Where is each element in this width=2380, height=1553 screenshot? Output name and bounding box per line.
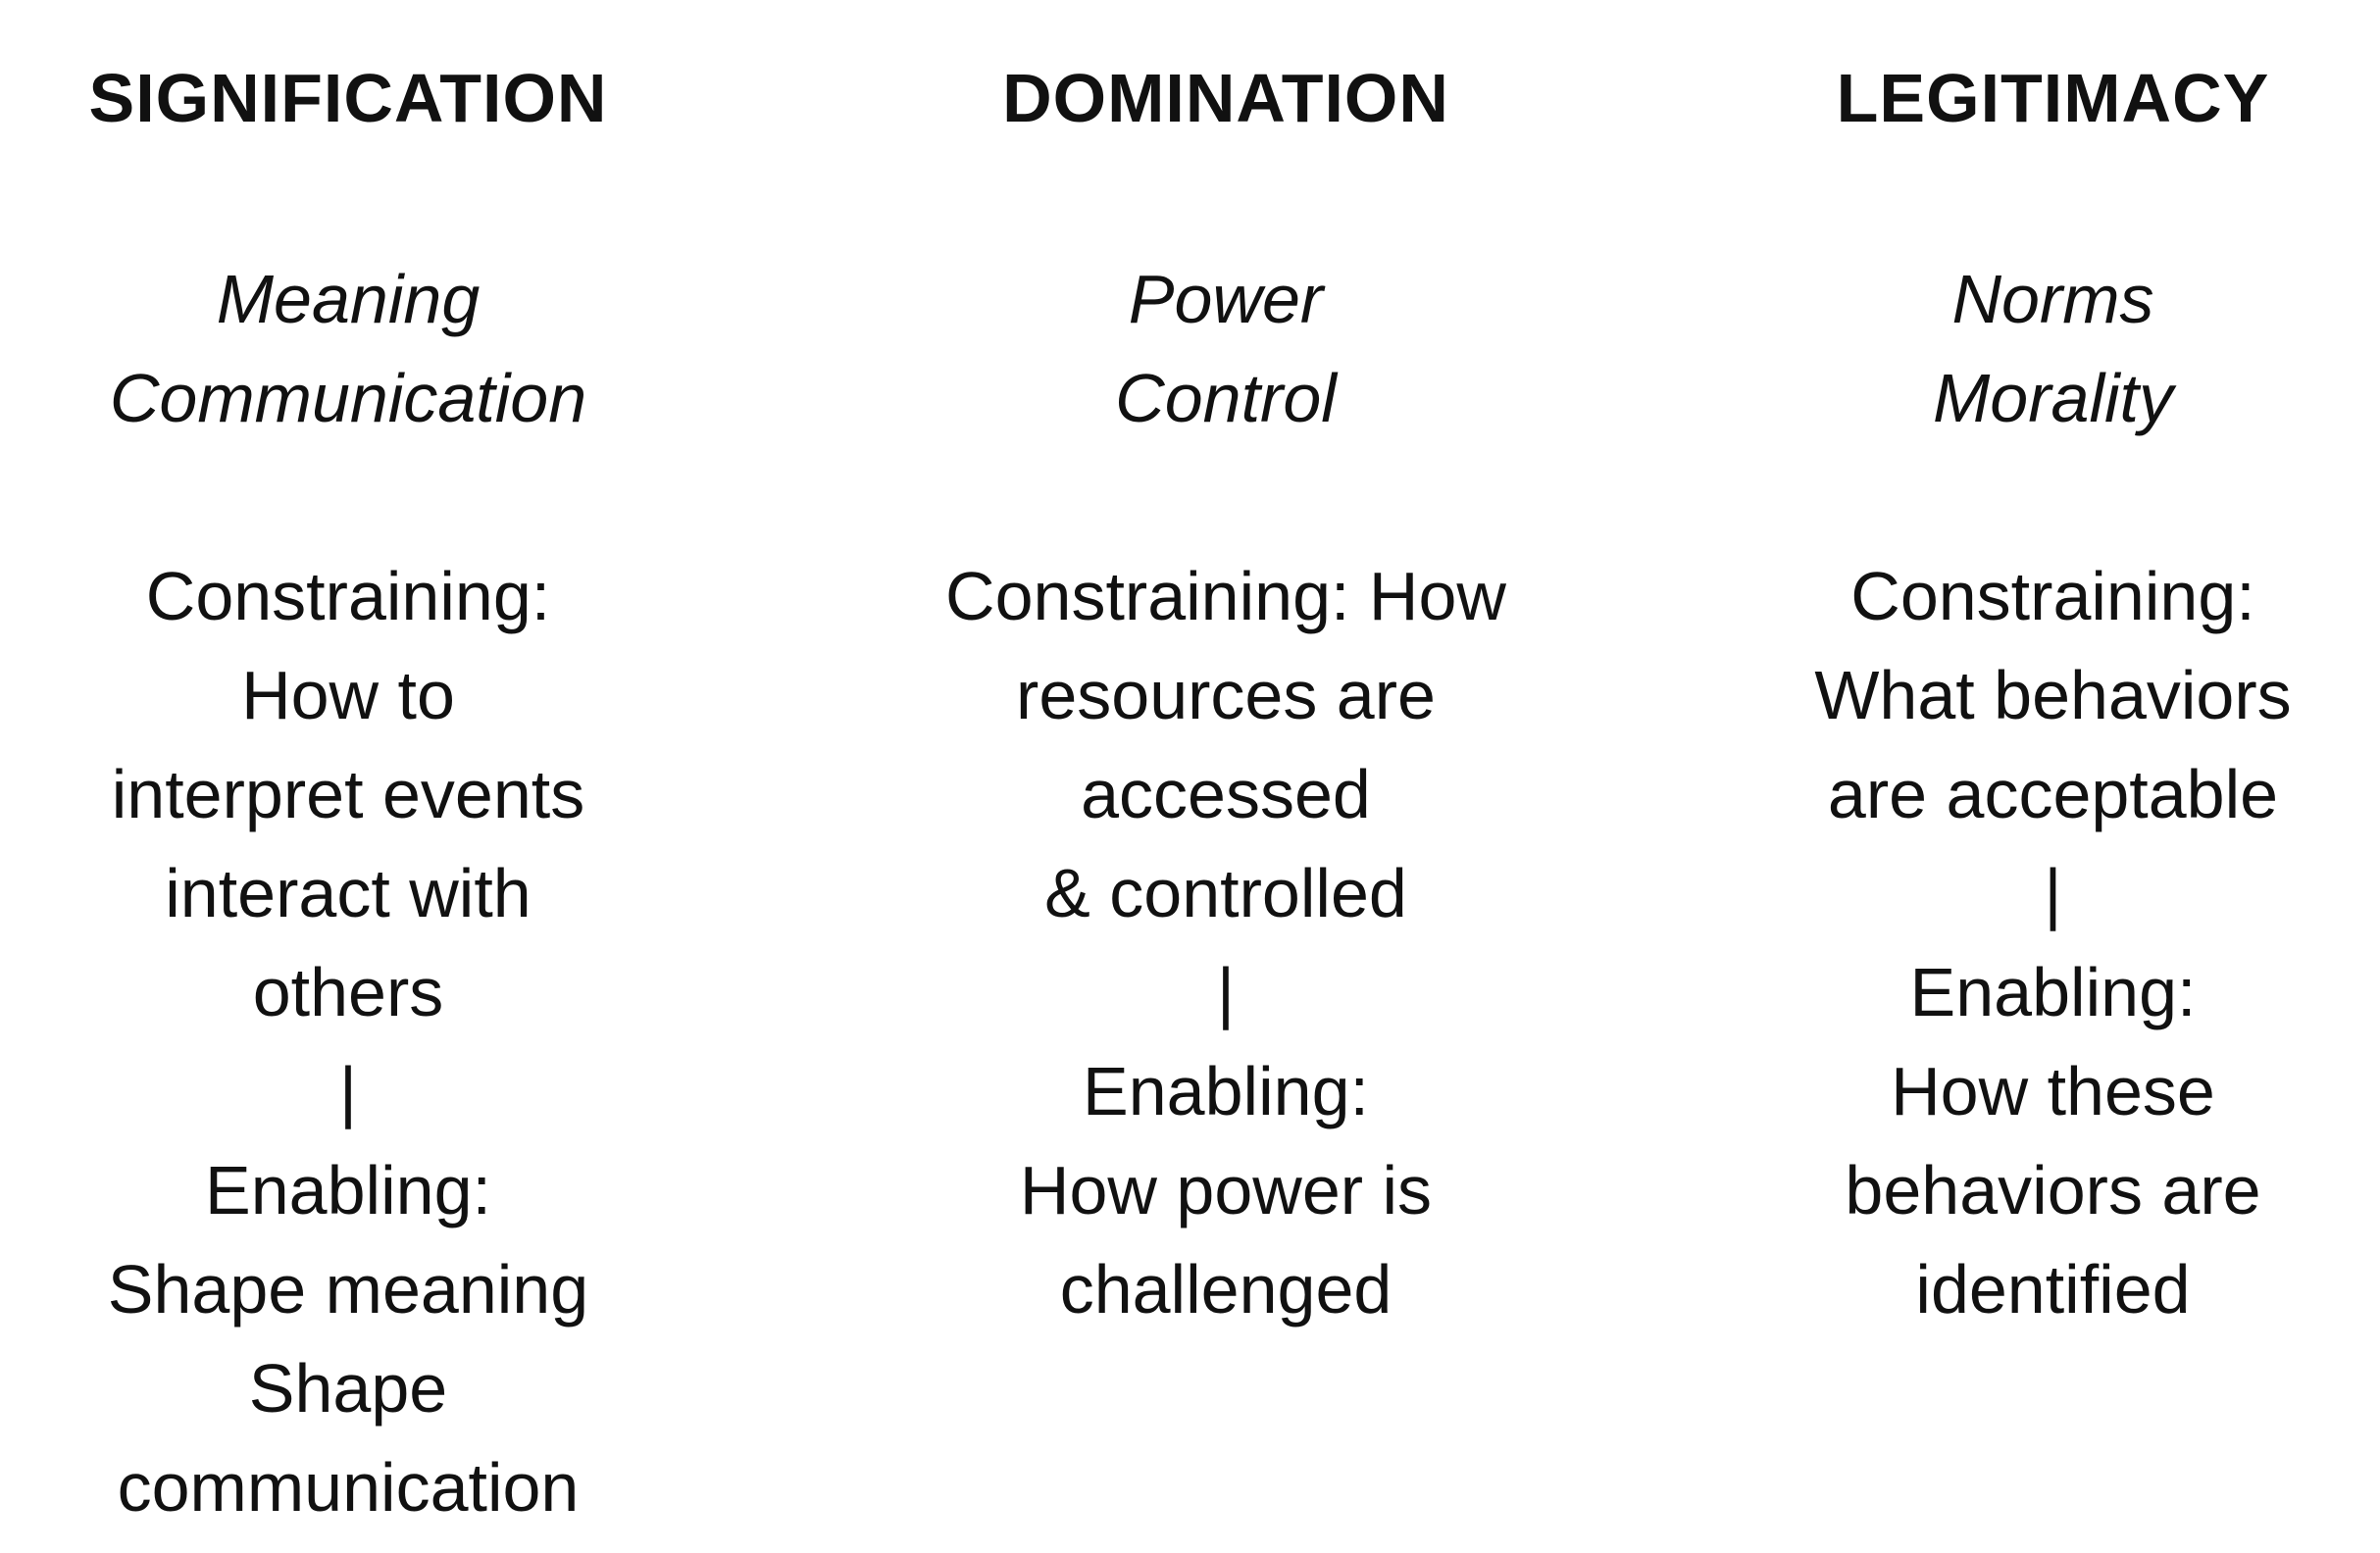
column-subtitle: Norms Morality xyxy=(1726,250,2380,448)
column-heading: SIGNIFICATION xyxy=(88,60,608,136)
subtitle-line: Control xyxy=(1115,360,1337,436)
column-body: Constraining: How resources are accessed… xyxy=(843,547,1608,1339)
subtitle-line: Communication xyxy=(109,360,587,436)
subtitle-line: Meaning xyxy=(216,261,481,337)
body-line: What behaviors xyxy=(1814,657,2292,733)
body-line: Constraining: xyxy=(1850,558,2255,634)
body-line: How these xyxy=(1891,1053,2215,1129)
body-line: Shape xyxy=(248,1350,448,1427)
body-line: challenged xyxy=(1059,1251,1393,1328)
subtitle-line: Morality xyxy=(1932,360,2174,436)
column-subtitle: Power Control xyxy=(843,250,1608,448)
body-line: & controlled xyxy=(1044,855,1407,931)
body-line: Constraining: xyxy=(145,558,551,634)
body-line: How power is xyxy=(1019,1152,1433,1228)
subtitle-line: Norms xyxy=(1951,261,2154,337)
column-heading: LEGITIMACY xyxy=(1836,60,2270,136)
body-line: resources are xyxy=(1016,657,1436,733)
body-line: others xyxy=(252,954,444,1030)
separator-bar: | xyxy=(338,1053,358,1129)
subtitle-line: Power xyxy=(1128,261,1324,337)
body-line: interact with xyxy=(165,855,532,931)
column-heading: DOMINATION xyxy=(1002,60,1449,136)
body-line: Enabling: xyxy=(1083,1053,1369,1129)
body-line: Enabling: xyxy=(1909,954,2197,1030)
column-subtitle: Meaning Communication xyxy=(0,250,696,448)
body-line: Shape meaning xyxy=(107,1251,589,1328)
separator-bar: | xyxy=(1216,954,1236,1030)
body-line: identified xyxy=(1915,1251,2191,1328)
body-line: behaviors are xyxy=(1845,1152,2261,1228)
body-line: accessed xyxy=(1081,756,1371,832)
body-line: are acceptable xyxy=(1827,756,2279,832)
body-line: interpret events xyxy=(111,756,585,832)
column-body: Constraining: How to interpret events in… xyxy=(0,547,696,1537)
body-line: Constraining: How xyxy=(945,558,1506,634)
body-line: Enabling: xyxy=(205,1152,491,1228)
body-line: communication xyxy=(117,1449,580,1526)
body-line: How to xyxy=(241,657,455,733)
column-body: Constraining: What behaviors are accepta… xyxy=(1726,547,2380,1339)
separator-bar: | xyxy=(2044,855,2062,931)
